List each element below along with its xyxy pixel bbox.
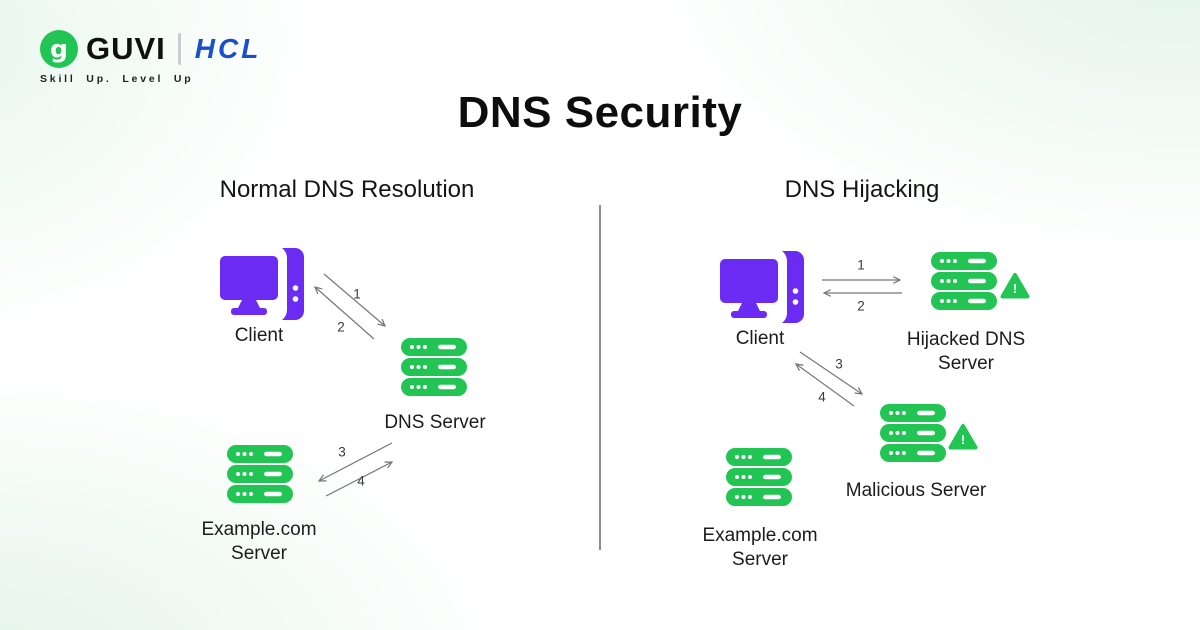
malicious-server-label: Malicious Server <box>845 480 987 501</box>
brand-header: g GUVI HCL Skill Up. Level Up <box>40 30 261 85</box>
step-label-1: 1 <box>857 257 865 273</box>
hcl-wordmark: HCL <box>194 33 262 64</box>
step-label-4: 4 <box>818 389 826 405</box>
arrow-step-3 <box>799 351 864 395</box>
warning-glyph: ! <box>961 432 965 447</box>
arrow-pair-client-dns <box>313 273 387 340</box>
step-label-1: 1 <box>353 286 361 302</box>
step-label-3: 3 <box>338 444 346 460</box>
warning-glyph: ! <box>1013 281 1017 296</box>
step-label-4: 4 <box>357 473 365 489</box>
arrow-step-4 <box>325 461 394 497</box>
dns-server-icon <box>401 338 467 396</box>
hijacked-dns-server-label: Hijacked DNS Server <box>906 329 1026 374</box>
hijacked-dns-server-icon <box>931 252 997 310</box>
step-label-3: 3 <box>835 356 843 372</box>
arrow-step-3 <box>317 442 393 482</box>
guvi-wordmark: GUVI <box>86 31 166 66</box>
arrow-step-4 <box>794 363 855 407</box>
warning-icon: ! <box>1000 273 1030 299</box>
dns-server-label: DNS Server <box>384 412 486 433</box>
arrow-step-2 <box>313 286 375 340</box>
example-server-icon <box>227 445 293 503</box>
arrow-pair-client-malicious <box>794 351 864 407</box>
brand-divider <box>177 33 181 65</box>
section-divider <box>599 205 601 550</box>
guvi-logo-glyph: g <box>50 35 68 64</box>
left-panel-heading: Normal DNS Resolution <box>219 176 475 203</box>
client-computer-icon <box>220 246 306 322</box>
right-panel-heading: DNS Hijacking <box>784 176 940 203</box>
guvi-logo-icon: g <box>40 30 78 68</box>
step-label-2: 2 <box>857 298 865 314</box>
malicious-server-icon <box>880 404 946 462</box>
warning-icon: ! <box>948 424 978 450</box>
example-server-label: Example.com Server <box>702 525 818 570</box>
client-label: Client <box>735 328 785 349</box>
client-computer-icon <box>720 249 806 325</box>
arrow-pair-dns-example <box>317 442 394 497</box>
client-label: Client <box>234 325 284 346</box>
example-server-label: Example.com Server <box>201 519 317 564</box>
page-title: DNS Security <box>457 88 743 137</box>
brand-tagline: Skill Up. Level Up <box>40 73 194 85</box>
arrow-pair-client-hijacked <box>822 276 902 297</box>
arrow-step-1 <box>323 273 387 327</box>
step-label-2: 2 <box>337 319 345 335</box>
example-server-icon <box>726 448 792 506</box>
